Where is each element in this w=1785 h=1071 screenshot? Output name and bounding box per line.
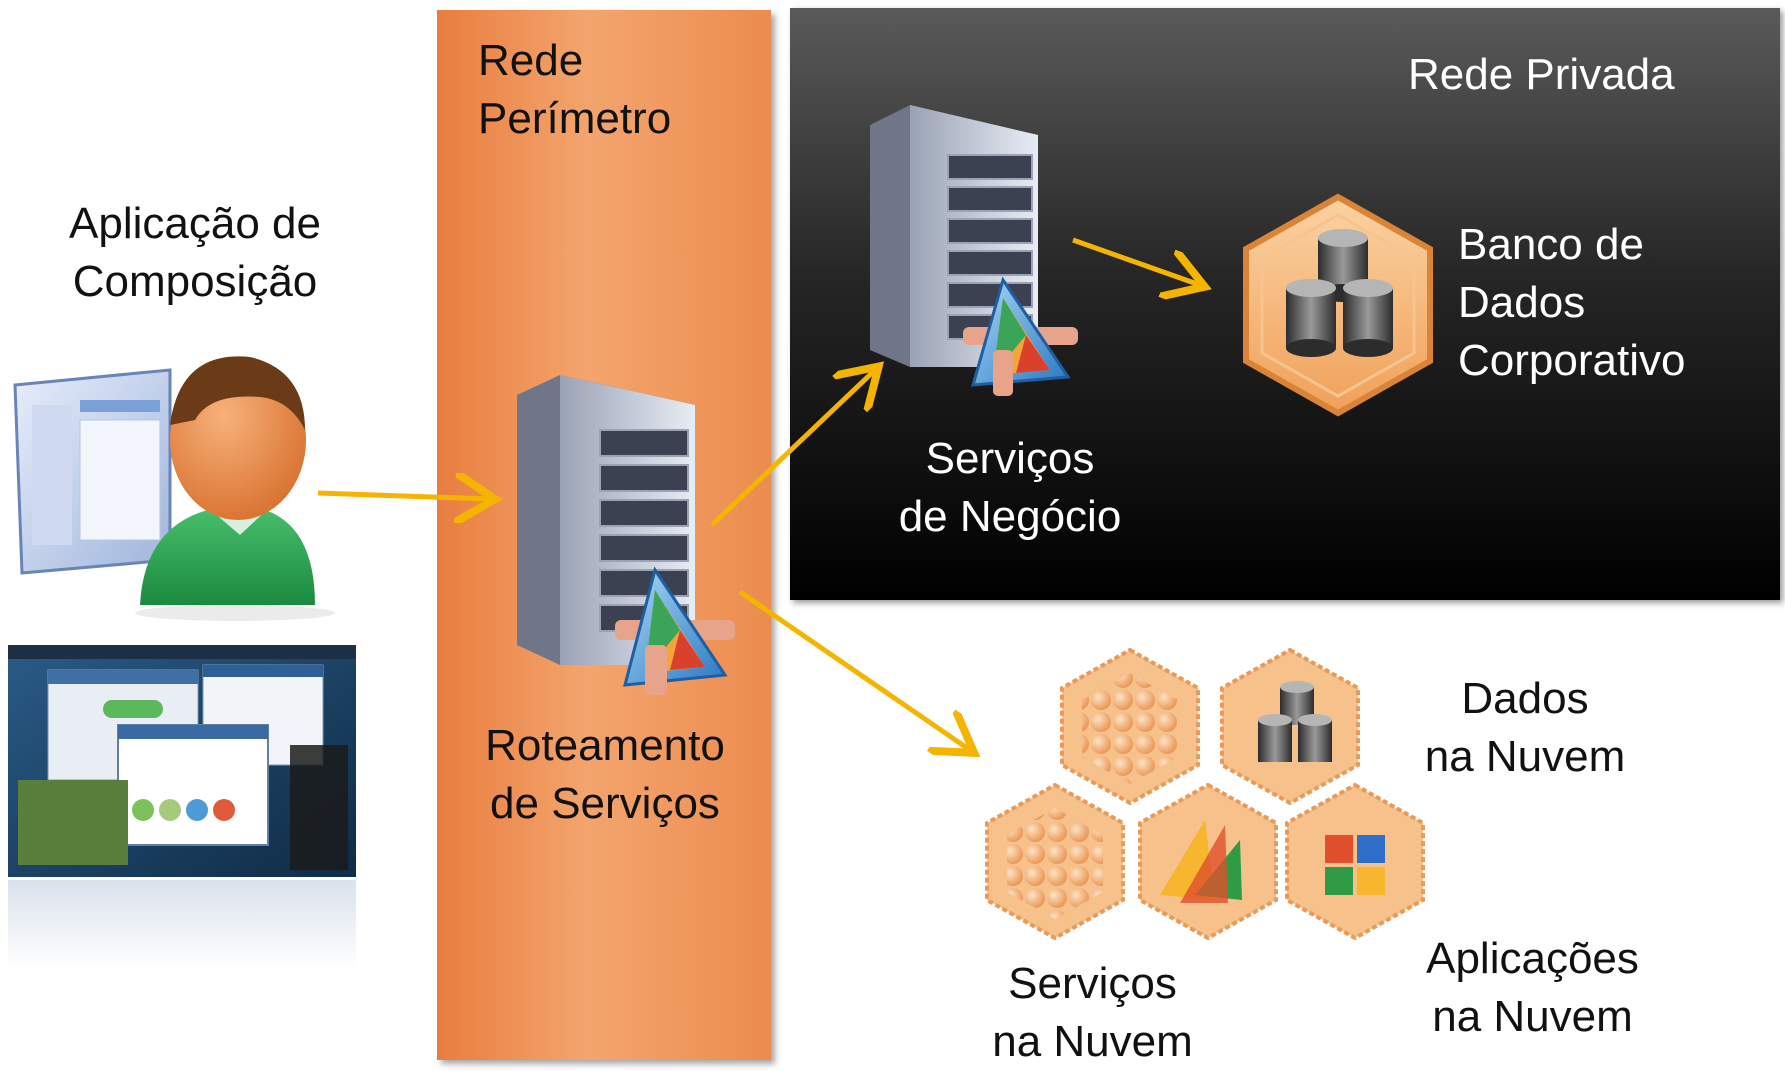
cloud-data-label: Dados na Nuvem [1395, 670, 1655, 786]
service-routing-line1: Roteamento [485, 721, 725, 770]
business-services-line2: de Negócio [898, 492, 1122, 541]
corporate-db-line3: Corporativo [1458, 336, 1686, 385]
cloud-hex-icon [1060, 647, 1200, 806]
cloud-services-line1: Serviços [1008, 959, 1177, 1008]
arrow-routing-to-business [710, 370, 875, 527]
cloud-apps-line2: na Nuvem [1432, 992, 1633, 1041]
composition-app-line1: Aplicação de [69, 199, 321, 248]
arrow-app-to-routing [317, 493, 490, 499]
arrow-routing-to-cloud [738, 589, 970, 750]
cloud-hex-icon [985, 782, 1125, 941]
cloud-cluster [985, 647, 1425, 941]
cloud-apps-line1: Aplicações [1426, 934, 1639, 983]
business-services-label: Serviços de Negócio [860, 430, 1160, 546]
perimeter-title-line2: Perímetro [478, 94, 672, 143]
user-icon [13, 356, 335, 621]
cloud-data-line2: na Nuvem [1424, 732, 1626, 781]
server-icon [870, 105, 1078, 396]
corporate-db-label: Banco de Dados Corporativo [1458, 216, 1685, 390]
perimeter-title: Rede Perímetro [478, 32, 671, 148]
desktop-reflection [8, 880, 356, 970]
business-services-line1: Serviços [925, 434, 1095, 483]
private-title: Rede Privada [1408, 50, 1675, 99]
cloud-services-label: Serviços na Nuvem [960, 955, 1225, 1071]
office-icon [1285, 782, 1425, 941]
database-icon [1220, 647, 1360, 806]
cloud-data-line1: Dados [1461, 674, 1589, 723]
corporate-db-line1: Banco de [1458, 220, 1644, 269]
cloud-services-line2: na Nuvem [992, 1017, 1193, 1066]
cloud-apps-label: Aplicações na Nuvem [1400, 930, 1665, 1046]
composition-app-line2: Composição [72, 257, 318, 306]
perimeter-title-line1: Rede [478, 36, 584, 85]
service-routing-label: Roteamento de Serviços [450, 717, 760, 833]
desktop-screenshot-icon [8, 645, 356, 877]
dynamics-icon [1138, 782, 1278, 941]
service-routing-line2: de Serviços [490, 779, 720, 828]
corporate-db-line2: Dados [1458, 278, 1586, 327]
arrow-business-to-db [1072, 237, 1200, 285]
server-icon [517, 375, 735, 695]
database-icon [1243, 193, 1433, 417]
composition-app-label: Aplicação de Composição [30, 195, 360, 311]
